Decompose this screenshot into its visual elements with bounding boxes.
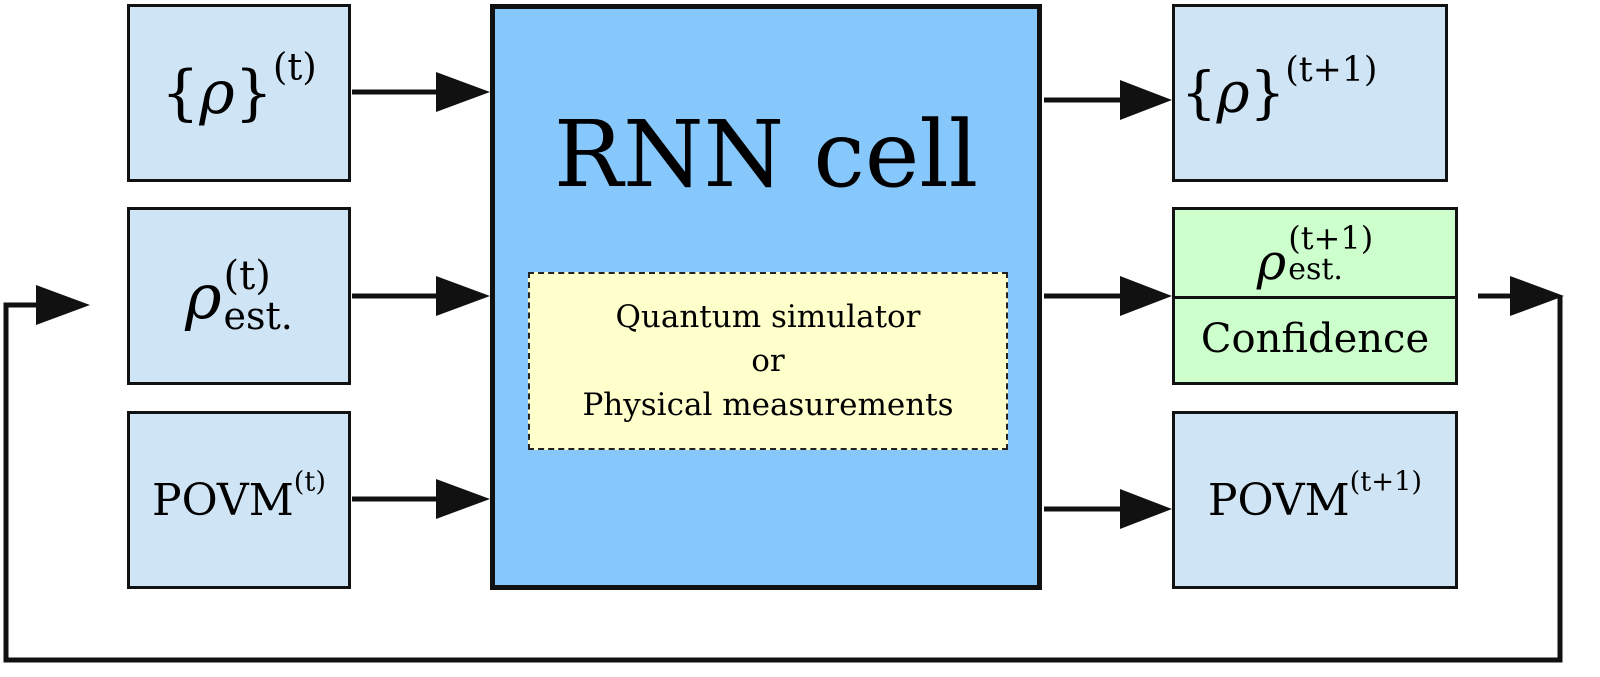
arrowhead-rho-set-out [1120,80,1172,120]
output-povm-box: POVM(t+1) [1172,411,1458,589]
input-rho-est-box: ρ (t) est. [127,207,351,385]
confidence-label: Confidence [1200,316,1430,362]
rnn-cell-box: RNN cell Quantum simulator or Physical m… [490,4,1042,590]
simulator-line-3: Physical measurements [582,387,954,423]
simulator-line-1: Quantum simulator [615,299,921,335]
input-rho-set-label: {ρ}(t) [161,44,317,128]
output-rho-set-label: {ρ}(t+1) [1181,49,1378,126]
arrowhead-rho-est-out [1120,276,1172,316]
output-rho-set-box: {ρ}(t+1) [1172,4,1448,182]
arrowhead-povm-out [1120,489,1172,529]
output-rho-est-cell: ρ (t+1) est. [1175,210,1455,299]
arrowhead-povm-in [436,479,490,519]
confidence-cell: Confidence [1175,296,1455,382]
output-rho-est-label: ρ (t+1) est. [1256,219,1374,291]
arrowhead-feedback-in [36,285,90,325]
feedback-loop-line [3,296,1563,663]
arrowhead-feedback-out [1510,276,1564,316]
simulator-box: Quantum simulator or Physical measuremen… [528,272,1008,450]
arrowhead-rho-est-in [436,276,490,316]
input-rho-est-label: ρ (t) est. [185,253,293,338]
output-povm-label: POVM(t+1) [1207,465,1423,526]
output-estimate-box: ρ (t+1) est. Confidence [1172,207,1458,385]
input-povm-box: POVM(t) [127,411,351,589]
input-povm-label: POVM(t) [152,465,326,526]
arrowhead-rho-set-in [436,72,490,112]
simulator-line-2: or [751,343,785,379]
rnn-cell-title: RNN cell [553,101,979,208]
input-rho-set-box: {ρ}(t) [127,4,351,182]
